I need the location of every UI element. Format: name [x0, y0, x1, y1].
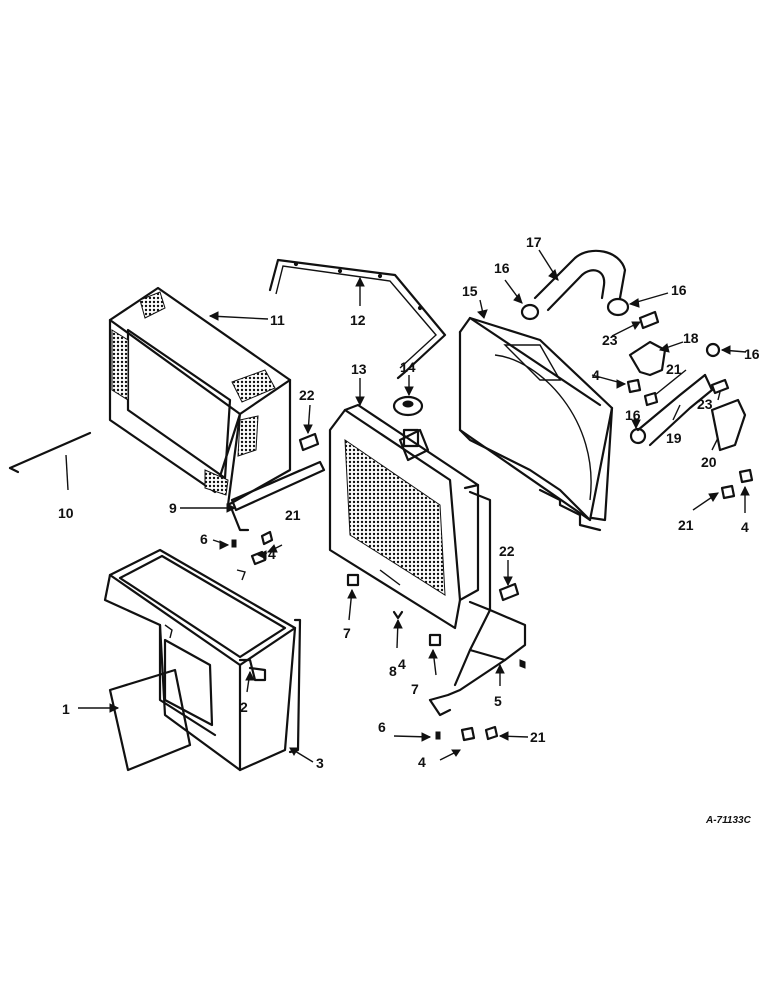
callout-6: 6	[378, 719, 386, 735]
callout-2: 2	[240, 699, 248, 715]
hardware-small-parts	[231, 310, 754, 742]
callout-18: 18	[683, 330, 699, 346]
callout-4: 4	[268, 546, 276, 562]
callout-7: 7	[343, 625, 351, 641]
callout-4: 4	[418, 754, 426, 770]
callout-15: 15	[462, 283, 478, 299]
callout-20: 20	[701, 454, 717, 470]
callout-9: 9	[169, 500, 177, 516]
part-15-fan-shroud	[458, 316, 614, 532]
part-10-rod	[8, 431, 92, 474]
callout-12: 12	[350, 312, 366, 328]
callout-23: 23	[697, 396, 713, 412]
callout-1: 1	[62, 701, 70, 717]
callout-13: 13	[351, 361, 367, 377]
part-19-lower-hose	[636, 373, 714, 447]
part-5-mount-bracket	[428, 608, 527, 717]
callout-7: 7	[411, 681, 419, 697]
leader-arrowheads	[109, 269, 750, 757]
callout-22: 22	[299, 387, 315, 403]
callout-16: 16	[625, 407, 641, 423]
part-1-panel	[108, 668, 192, 772]
figure-reference: A-71133C	[705, 815, 752, 826]
callout-4: 4	[398, 656, 406, 672]
callout-16: 16	[671, 282, 687, 298]
callout-4: 4	[592, 367, 600, 383]
callout-17: 17	[526, 234, 542, 250]
callout-21: 21	[666, 361, 682, 377]
callout-14: 14	[400, 359, 416, 375]
callout-21: 21	[678, 517, 694, 533]
part-18-bracket	[628, 340, 667, 377]
part-12-frame-bar	[268, 258, 447, 380]
callout-10: 10	[58, 505, 74, 521]
callout-8: 8	[389, 663, 397, 679]
part-20-bracket	[710, 398, 747, 452]
callout-16: 16	[494, 260, 510, 276]
part-16-clamps	[520, 297, 721, 445]
callout-23: 23	[602, 332, 618, 348]
callout-22: 22	[499, 543, 515, 559]
part-13-radiator	[328, 403, 492, 630]
callout-19: 19	[666, 430, 682, 446]
part-3-grille-housing	[103, 548, 302, 772]
part-9-bracket	[230, 460, 326, 532]
callout-21: 21	[530, 729, 546, 745]
callout-16: 16	[744, 346, 760, 362]
part-11-grille-box	[108, 286, 292, 507]
callout-11: 11	[270, 312, 285, 328]
callout-labels: 1 2 3 4 4 4 4 4 5 6 6 7 7 8 9 10 11 12 1…	[58, 234, 760, 771]
callout-4: 4	[741, 519, 749, 535]
part-17-upper-hose	[533, 249, 627, 312]
part-14-radiator-cap	[392, 395, 424, 417]
callout-21: 21	[285, 507, 301, 523]
callout-6: 6	[200, 531, 208, 547]
callout-3: 3	[316, 755, 324, 771]
callout-5: 5	[494, 693, 502, 709]
